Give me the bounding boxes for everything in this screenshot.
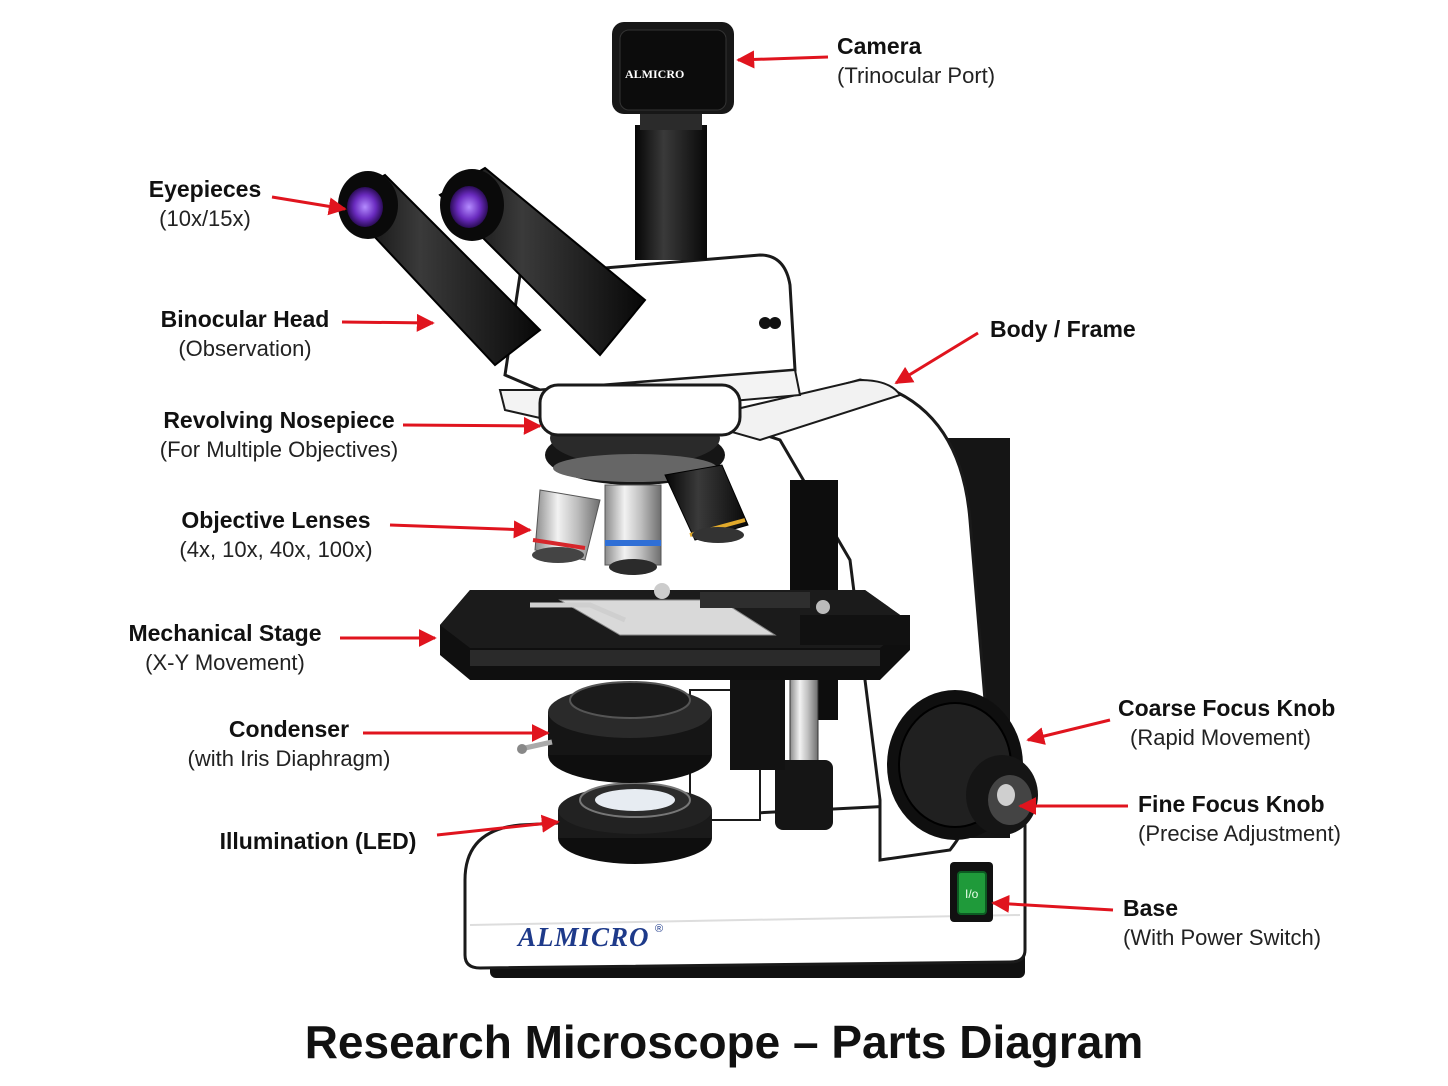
label-objectives: Objective Lenses (4x, 10x, 40x, 100x) xyxy=(160,506,392,564)
diagram-title: Research Microscope – Parts Diagram xyxy=(304,1016,1144,1068)
eyepiece-right xyxy=(438,166,647,357)
label-objectives-sub: (4x, 10x, 40x, 100x) xyxy=(179,537,373,562)
arrow-camera xyxy=(736,50,829,69)
mechanical-stage xyxy=(440,583,910,680)
label-condenser-title: Condenser xyxy=(228,716,350,742)
arrow-binocular-head xyxy=(341,313,435,332)
label-eyepieces-title: Eyepieces xyxy=(148,176,262,202)
label-body-frame: Body / Frame xyxy=(990,315,1136,344)
camera: ALMICRO xyxy=(612,22,734,114)
label-base-title: Base xyxy=(1123,895,1178,921)
power-switch[interactable]: I/o xyxy=(950,862,993,922)
label-base: Base (With Power Switch) xyxy=(1123,894,1321,952)
label-illumination: Illumination (LED) xyxy=(200,827,436,856)
label-fine-focus-sub: (Precise Adjustment) xyxy=(1138,821,1341,846)
svg-text:I/o: I/o xyxy=(965,887,979,901)
label-fine-focus-title: Fine Focus Knob xyxy=(1138,791,1325,817)
label-coarse-focus-sub: (Rapid Movement) xyxy=(1130,725,1311,750)
arrow-eyepieces xyxy=(271,195,347,216)
arrow-illumination xyxy=(436,814,560,837)
label-base-sub: (With Power Switch) xyxy=(1123,925,1322,950)
label-nosepiece: Revolving Nosepiece (For Multiple Object… xyxy=(138,406,420,464)
label-objectives-title: Objective Lenses xyxy=(181,507,371,533)
label-binocular-head-sub: (Observation) xyxy=(178,336,312,361)
arrow-coarse-focus xyxy=(1026,718,1111,745)
label-stage-sub: (X-Y Movement) xyxy=(145,650,305,675)
eyepiece-left xyxy=(338,171,542,367)
callout-arrows xyxy=(271,50,1128,913)
label-nosepiece-sub: (For Multiple Objectives) xyxy=(159,437,399,462)
binocular-head xyxy=(498,253,802,437)
arrow-body-frame xyxy=(894,331,979,385)
arrow-base xyxy=(991,894,1114,913)
label-binocular-head: Binocular Head (Observation) xyxy=(145,305,345,363)
objective-4x xyxy=(532,489,601,563)
label-eyepieces: Eyepieces (10x/15x) xyxy=(130,175,280,233)
condenser xyxy=(517,681,712,783)
label-camera-title: Camera xyxy=(837,33,922,59)
objective-40x xyxy=(664,464,749,543)
camera-brand: ALMICRO xyxy=(625,67,684,81)
label-condenser-sub: (with Iris Diaphragm) xyxy=(187,746,391,771)
label-stage: Mechanical Stage (X-Y Movement) xyxy=(112,619,338,677)
brand-mark: ® xyxy=(655,923,663,935)
label-coarse-focus-title: Coarse Focus Knob xyxy=(1118,695,1336,721)
arrow-nosepiece xyxy=(402,416,542,435)
fine-focus-knob[interactable] xyxy=(966,755,1038,835)
label-illumination-title: Illumination (LED) xyxy=(219,828,417,854)
label-stage-title: Mechanical Stage xyxy=(128,620,322,646)
label-eyepieces-sub: (10x/15x) xyxy=(159,206,251,231)
label-fine-focus: Fine Focus Knob (Precise Adjustment) xyxy=(1138,790,1341,848)
label-coarse-focus: Coarse Focus Knob (Rapid Movement) xyxy=(1118,694,1335,752)
led-illuminator xyxy=(558,782,712,864)
objective-10x xyxy=(604,484,662,575)
trinocular-tube xyxy=(635,110,707,260)
label-camera: Camera (Trinocular Port) xyxy=(837,32,995,90)
label-binocular-head-title: Binocular Head xyxy=(160,306,330,332)
label-nosepiece-title: Revolving Nosepiece xyxy=(163,407,395,433)
label-camera-sub: (Trinocular Port) xyxy=(837,63,996,88)
label-condenser: Condenser (with Iris Diaphragm) xyxy=(175,715,403,773)
label-body-frame-title: Body / Frame xyxy=(990,316,1136,342)
brand-logo: ALMICRO xyxy=(516,922,650,952)
arrow-objectives xyxy=(389,520,532,539)
